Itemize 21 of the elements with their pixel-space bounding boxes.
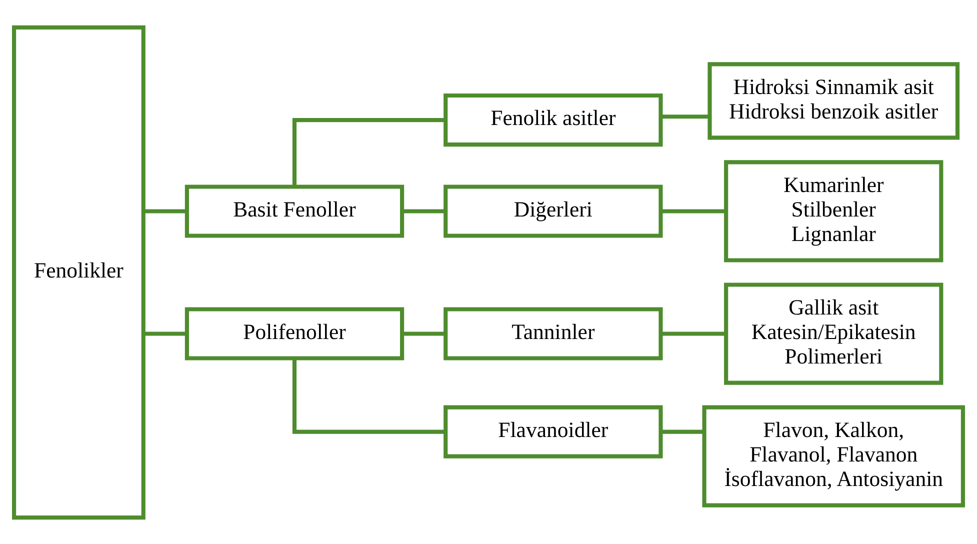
connector: [292, 117, 446, 186]
connector: [660, 114, 710, 118]
connector: [143, 331, 187, 336]
node-box: Basit Fenoller: [184, 184, 404, 238]
node-box: Diğerleri: [444, 184, 663, 238]
connector: [660, 429, 704, 434]
node-box: Flavon, Kalkon, Flavanol, Flavanon İsoflavanon, Antosiyanin: [702, 404, 965, 507]
node-box: Tanninler: [444, 306, 663, 360]
node-box: Kumarinler Stilbenler Lignanlar: [724, 160, 944, 262]
node-box: Gallik asit Katesin/Epikatesin Polimerleri: [724, 282, 944, 384]
node-box: Polifenoller: [184, 306, 404, 360]
connector: [143, 208, 187, 213]
node-box: Fenolikler: [12, 24, 146, 520]
node-box: Fenolik asitler: [444, 92, 663, 146]
connector: [660, 208, 726, 213]
connector: [402, 331, 446, 336]
connector: [402, 208, 446, 213]
connector: [660, 331, 726, 336]
node-box: Hidroksi Sinnamik asit Hidroksi benzoik asitler: [708, 62, 960, 140]
connector: [292, 358, 446, 434]
node-box: Flavanoidler: [444, 404, 663, 458]
